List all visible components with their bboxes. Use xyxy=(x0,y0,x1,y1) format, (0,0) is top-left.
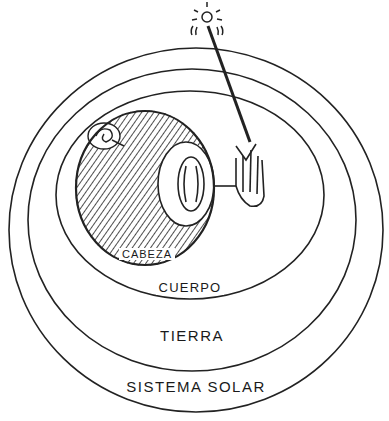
ring-label: SISTEMA SOLAR xyxy=(123,378,269,395)
label-holder: CABEZA xyxy=(119,244,175,262)
ellipse-line xyxy=(28,69,356,371)
eye xyxy=(158,142,214,226)
hand xyxy=(214,144,264,206)
head-hatching xyxy=(75,110,215,266)
sun xyxy=(191,2,223,35)
head-circle: CABEZA xyxy=(75,110,215,266)
ellipse-outline xyxy=(75,110,215,266)
label-holder: CUERPO xyxy=(156,278,225,296)
solar-system-ring: SISTEMA SOLAR TIERRA CUERPO CABEZA xyxy=(8,47,384,413)
sun-ray xyxy=(208,26,250,142)
label-holder: TIERRA xyxy=(157,327,227,345)
earth-ring: TIERRA CUERPO CABEZA xyxy=(27,68,357,372)
body-ring: CUERPO CABEZA xyxy=(55,90,325,300)
ellipse-line xyxy=(9,48,383,412)
ring-label: CUERPO xyxy=(156,281,225,296)
ellipse-outline xyxy=(55,90,325,300)
ellipse-line xyxy=(56,91,324,299)
label-holder: SISTEMA SOLAR xyxy=(123,378,269,396)
ellipse-line xyxy=(76,111,214,265)
ring-label: TIERRA xyxy=(157,327,227,344)
ring-label: CABEZA xyxy=(119,248,175,261)
